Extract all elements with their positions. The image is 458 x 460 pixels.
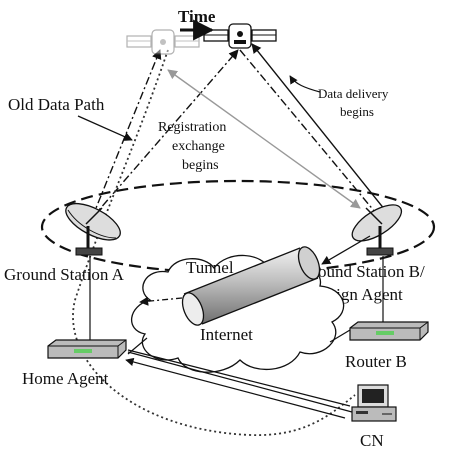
satellite-old-icon [126, 29, 200, 55]
ground-station-a-icon [65, 202, 121, 256]
registration-arrow [167, 69, 361, 209]
registration-label-1: Registration [158, 120, 226, 135]
link-satellite-to-gs-b [239, 49, 381, 219]
link-gs-a-to-satellite-old [91, 49, 162, 219]
tunnel-cylinder [181, 246, 321, 326]
link-gs-a-to-satellite-new [91, 49, 239, 219]
cn-computer-icon [351, 384, 397, 422]
cn-label: CN [360, 431, 384, 450]
old-data-path-label: Old Data Path [8, 95, 105, 114]
tunnel-label: Tunnel [186, 258, 234, 277]
cn-to-home-agent-arrow-1 [125, 357, 346, 419]
foreign-agent-link [321, 235, 371, 265]
data-delivery-pointer [289, 75, 321, 93]
data-delivery-arrow [251, 43, 386, 211]
router-b-icon [349, 321, 429, 341]
registration-label-3: begins [182, 158, 219, 173]
ground-station-b-label-1: Ground Station B/ [300, 262, 425, 281]
router-b-internet-link [329, 329, 351, 343]
data-delivery-label-2: begins [340, 104, 374, 119]
internet-label: Internet [200, 325, 253, 344]
ground-station-b-icon [351, 204, 403, 256]
registration-label-2: exchange [172, 139, 225, 154]
home-agent-router-icon [47, 339, 127, 359]
satellite-new-icon [203, 23, 277, 49]
old-data-path-pointer [77, 115, 133, 141]
time-label: Time [178, 7, 216, 26]
ground-station-a-label: Ground Station A [4, 265, 125, 284]
router-to-cn-link [127, 351, 353, 413]
cn-to-home-agent-arrow-2 [127, 349, 351, 407]
data-delivery-label-1: Data delivery [318, 86, 389, 101]
home-agent-label: Home Agent [22, 369, 109, 388]
old-data-path-line [72, 49, 356, 436]
router-b-label: Router B [345, 352, 407, 371]
